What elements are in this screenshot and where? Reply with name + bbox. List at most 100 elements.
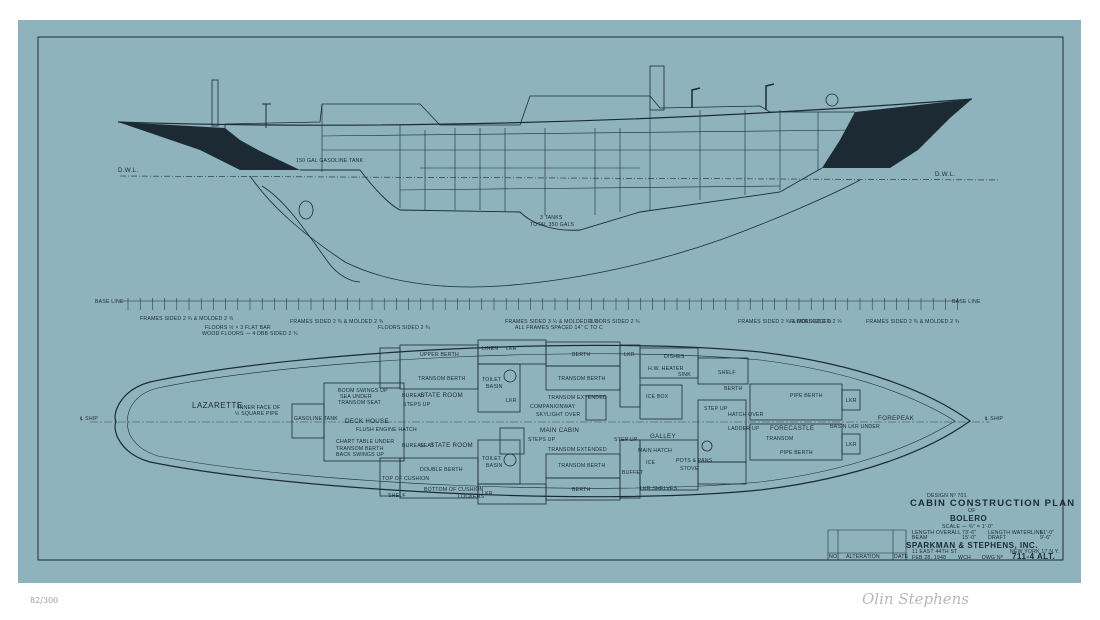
- deck-house-label: DECK HOUSE: [345, 418, 389, 425]
- bow-section: [822, 99, 972, 168]
- lkr-label-1: LKR: [506, 346, 517, 352]
- base-line-left-label: BASE LINE: [95, 299, 124, 305]
- steps-up-label: STEPS UP: [403, 402, 431, 408]
- propeller: [298, 200, 314, 220]
- frames-note-1: FRAMES SIDED 2 ¾ & MOLDED 2 ¾: [140, 316, 234, 322]
- firm-name: SPARKMAN & STEPHENS, INC.: [906, 541, 1038, 550]
- transom-label: TRANSOM: [766, 436, 793, 442]
- floors-note-b: WOOD FLOORS — 4 DBB SIDED 2 ¾: [202, 331, 298, 337]
- bow-fitting: [825, 93, 839, 107]
- edition-number: 82/300: [30, 596, 59, 605]
- vent-fwd-1: [691, 87, 701, 108]
- bureau-label-1: BUREAU: [402, 393, 425, 399]
- dishes-label: DISHES: [664, 354, 685, 360]
- state-room-label-2: STATE ROOM: [430, 442, 473, 449]
- drawing-title: CABIN CONSTRUCTION PLAN: [910, 498, 1075, 509]
- beam-label: BEAM: [912, 535, 928, 541]
- frames-note-2: FRAMES SIDED 2 ¾ & MOLDED 2 ¾: [290, 319, 384, 325]
- toilet-label-2: TOILET: [482, 456, 502, 462]
- floors-note-c: FLOORS SIDED 2 ¾: [378, 325, 430, 331]
- design-waterline: [119, 175, 1001, 181]
- frames-note-3: FRAMES SIDED 3 ¼ & MOLDED 3 ½: [505, 318, 599, 325]
- frame-ticks: [127, 298, 958, 310]
- step-up-label: STEP UP: [614, 437, 638, 443]
- cabin-structure: [224, 95, 855, 128]
- frames-note-6: FRAMES SIDED 2 ¾ & MOLDED 2 ¾: [866, 319, 960, 325]
- shelf-label-fwd: SHELF: [718, 370, 736, 376]
- pipe-berth-label-1: PIPE BERTH: [790, 393, 823, 399]
- stove-label: STOVE: [680, 466, 699, 472]
- hull-outline-plan: [114, 344, 972, 498]
- state-room-label-1: STATE ROOM: [420, 392, 463, 399]
- berth-label-1: BERTH: [572, 352, 591, 358]
- sea-under-label: SEA UNDER: [340, 394, 372, 400]
- inner-face-label-2: ½ SQUARE PIPE: [235, 410, 279, 417]
- firm-city: NEW YORK 17 N.Y.: [1010, 549, 1059, 555]
- drawn-by: WCH: [958, 555, 971, 561]
- dwg-no-label: DWG Nº: [982, 555, 1003, 561]
- step-up-label-2: STEP UP: [704, 406, 728, 412]
- lkr-label-2: LKR: [506, 398, 517, 404]
- interior-hull: [300, 167, 823, 231]
- double-berth-label: DOUBLE BERTH: [420, 467, 463, 473]
- bureau-label-2: BUREAU: [402, 443, 425, 449]
- centerline-label-right: ℄ SHIP: [984, 416, 1003, 422]
- drawing-date: FEB 28, 1948: [912, 555, 946, 561]
- skylight-label: SKYLIGHT OVER: [536, 412, 580, 418]
- floors-note-a: FLOORS ½ × 3 FLAT BAR: [205, 324, 271, 331]
- alteration-no: NO: [829, 554, 837, 560]
- frame-scale: BASE LINE BASE LINE FRAMES SIDED 2 ¾ & M…: [95, 298, 981, 337]
- water-tanks-note-2: TOTAL 350 GALS: [530, 222, 575, 228]
- top-of-cushion-label: TOP OF CUSHION: [382, 476, 429, 482]
- hull-profile: D.W.L. D.W.L. 150 GAL GASOLINE TANK 3 TA…: [117, 65, 1001, 288]
- pipe-berth-label-2: PIPE BERTH: [780, 450, 813, 456]
- chart-table-label: CHART TABLE UNDER: [336, 439, 394, 445]
- lkr-label-6: LKR: [846, 442, 857, 448]
- basin-label-1: BASIN: [486, 384, 503, 390]
- toilet-label-1: TOILET: [482, 377, 502, 383]
- dwl-label-left: D.W.L.: [118, 167, 138, 174]
- yacht-name: BOLERO: [950, 514, 987, 523]
- gasoline-tank-label: GASOLINE TANK: [294, 416, 338, 422]
- draft-value: 9'-6": [1040, 535, 1051, 541]
- firm-address: 11 EAST 44TH ST: [912, 549, 958, 555]
- sheer-line: [117, 98, 973, 126]
- drawing-border: [37, 36, 1064, 561]
- mizzen-mast: [211, 79, 219, 127]
- partitions: [291, 339, 861, 505]
- shelf-label-aft: SHELF: [388, 493, 406, 499]
- floors-note-d: FLOORS SIDED 2 ¾: [790, 319, 842, 325]
- companion-label: COMPANIONWAY: [530, 404, 576, 410]
- rudder: [261, 185, 361, 283]
- cabin-plan: LAZARETTE INNER FACE OF ½ SQUARE PIPE GA…: [79, 339, 1003, 505]
- lkr-label-3: LKR: [482, 491, 493, 497]
- pots-pans-label: POTS & PANS: [676, 458, 713, 464]
- title-of: OF: [968, 508, 976, 514]
- lazarette-label: LAZARETTE: [192, 401, 243, 410]
- transom-berth-label-4: TRANSOM BERTH: [558, 463, 606, 469]
- transom-extended-label-1: TRANSOM EXTENDED: [548, 395, 607, 401]
- vent-fwd-2: [765, 83, 775, 110]
- lwl-value: 51'-0": [1040, 530, 1054, 536]
- basin-lkr-label: BASIN LKR UNDER: [830, 424, 880, 430]
- frames-note-5: FRAMES SIDED 2 ¾ & MOLDED 2 ¾: [738, 319, 832, 325]
- ice-box-label: ICE BOX: [646, 394, 669, 400]
- lockers-label: LOCKERS: [458, 494, 485, 500]
- berth-label-2: BERTH: [572, 487, 591, 493]
- linen-label: LINEN: [482, 346, 498, 352]
- interior-bulkheads: [321, 104, 856, 215]
- galley-label: GALLEY: [650, 433, 676, 440]
- draft-label: DRAFT: [988, 535, 1007, 541]
- boom-swings-label: BOOM SWINGS UP: [338, 388, 388, 394]
- flush-engine-label: FLUSH ENGINE HATCH: [356, 427, 417, 433]
- vent-aft: [262, 103, 271, 128]
- keel-outline: [249, 175, 861, 288]
- stern-section: [118, 122, 300, 170]
- bottom-of-cushion-label: BOTTOM OF CUSHION: [424, 487, 484, 493]
- design-number: DESIGN Nº 701: [927, 493, 967, 499]
- ice-label: ICE: [646, 460, 656, 466]
- gasoline-tank-note: 150 GAL GASOLINE TANK: [296, 158, 364, 164]
- loa-value: 73'-6": [962, 530, 976, 536]
- hull-inner-plan: [127, 353, 956, 489]
